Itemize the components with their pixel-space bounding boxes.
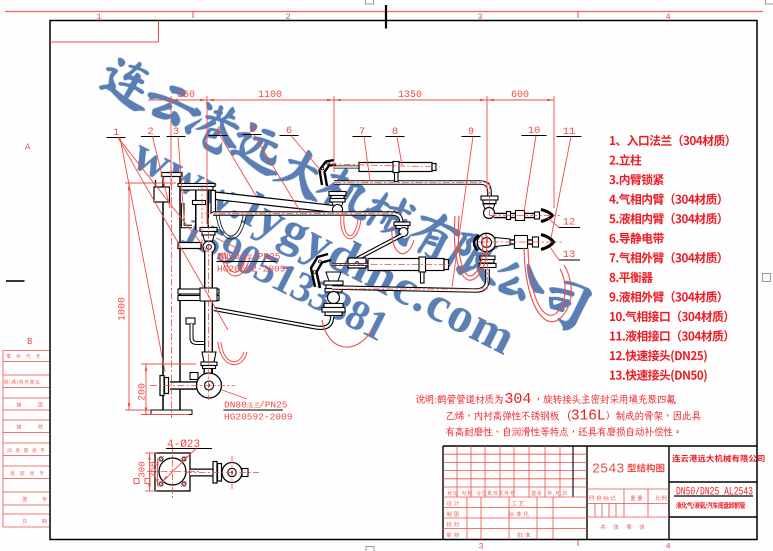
svg-text:2: 2 <box>147 126 153 138</box>
svg-text:DN50/DN25 AL2543: DN50/DN25 AL2543 <box>676 487 753 499</box>
svg-text:/PN25: /PN25 <box>252 251 281 262</box>
svg-text:200: 200 <box>138 383 149 401</box>
svg-text:1000: 1000 <box>118 297 129 321</box>
svg-text:300: 300 <box>138 461 148 477</box>
svg-text:8: 8 <box>392 126 398 138</box>
svg-text:1350: 1350 <box>398 90 422 101</box>
svg-text:4: 4 <box>665 12 670 22</box>
svg-text:4: 4 <box>215 125 221 137</box>
svg-text:5: 5 <box>249 124 255 136</box>
svg-text:A: A <box>25 143 31 153</box>
svg-text:9: 9 <box>468 126 474 138</box>
svg-text:3: 3 <box>478 542 483 551</box>
svg-text:1: 1 <box>113 127 119 139</box>
svg-text:7: 7 <box>359 126 365 138</box>
svg-text:316L: 316L <box>571 409 606 425</box>
svg-text:2543: 2543 <box>592 463 624 478</box>
svg-text:4: 4 <box>665 542 670 551</box>
svg-text:DN50: DN50 <box>217 251 240 262</box>
svg-text:3: 3 <box>477 12 482 22</box>
svg-text:6: 6 <box>286 125 292 137</box>
svg-text:10: 10 <box>528 125 541 137</box>
svg-text:304: 304 <box>504 391 531 408</box>
svg-text:2: 2 <box>285 12 290 22</box>
svg-text:HG20592-2009: HG20592-2009 <box>224 412 293 423</box>
svg-text:13: 13 <box>563 249 576 261</box>
svg-text:11: 11 <box>563 126 576 138</box>
svg-text:350: 350 <box>177 90 195 101</box>
svg-text:1100: 1100 <box>258 90 282 101</box>
svg-text:250: 250 <box>149 461 159 477</box>
svg-text:3: 3 <box>173 126 179 138</box>
svg-text:HG20592-2009: HG20592-2009 <box>217 264 286 275</box>
svg-text:600: 600 <box>511 90 529 101</box>
svg-text:/PN25: /PN25 <box>259 400 288 411</box>
svg-text:12: 12 <box>563 217 576 229</box>
svg-text:1: 1 <box>96 12 101 22</box>
svg-text:DN80: DN80 <box>224 400 247 411</box>
svg-text:B: B <box>27 337 33 347</box>
